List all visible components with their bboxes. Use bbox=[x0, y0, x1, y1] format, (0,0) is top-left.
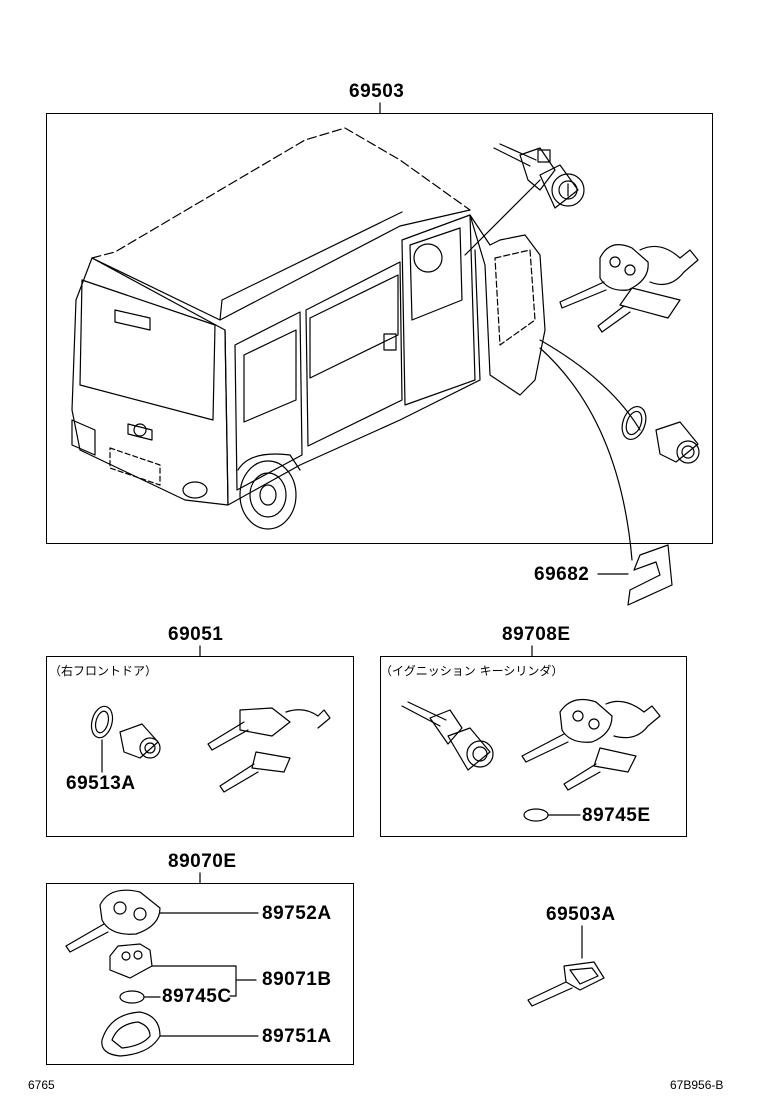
transmitter-set-part-no: 89070E bbox=[168, 851, 237, 872]
ignition-cylinder-set-icons bbox=[401, 699, 661, 822]
door-cylinder-main-icon bbox=[621, 405, 700, 464]
door-cylinder-set-note: （右フロントドア） bbox=[49, 664, 158, 678]
transmitter-set-icons bbox=[65, 889, 259, 1057]
ignition-cylinder-icon bbox=[493, 143, 585, 209]
ignition-battery-part-no: 89745E bbox=[582, 805, 651, 826]
ignition-cylinder-set-note: （イグニッション キーシリンダ） bbox=[380, 664, 564, 678]
transmitter-housing-part-no: 89071B bbox=[262, 969, 332, 990]
transmitter-cover-part-no: 89751A bbox=[262, 1026, 332, 1047]
transmitter-key-part-no: 89752A bbox=[262, 903, 332, 924]
footer-right-code: 67B956-B bbox=[670, 1078, 724, 1092]
transmitter-battery-part-no: 89745C bbox=[162, 986, 232, 1007]
master-key-icon bbox=[527, 961, 605, 1007]
door-cylinder-set-icons bbox=[90, 705, 331, 793]
van-illustration bbox=[71, 127, 546, 530]
ignition-cylinder-set-part-no: 89708E bbox=[502, 624, 571, 645]
footer-left-code: 6765 bbox=[28, 1078, 55, 1092]
emblem-icon bbox=[627, 544, 673, 606]
main-assembly-part-no: 69503 bbox=[349, 81, 405, 102]
emblem-part-no: 69682 bbox=[534, 564, 590, 585]
master-key-part-no: 69503A bbox=[546, 904, 616, 925]
main-assembly-frame bbox=[46, 113, 713, 544]
ignition-cylinder-frame bbox=[380, 656, 687, 837]
keys-icon bbox=[559, 244, 699, 333]
door-cylinder-set-part-no: 69051 bbox=[168, 624, 224, 645]
gasket-part-no: 69513A bbox=[66, 773, 136, 794]
